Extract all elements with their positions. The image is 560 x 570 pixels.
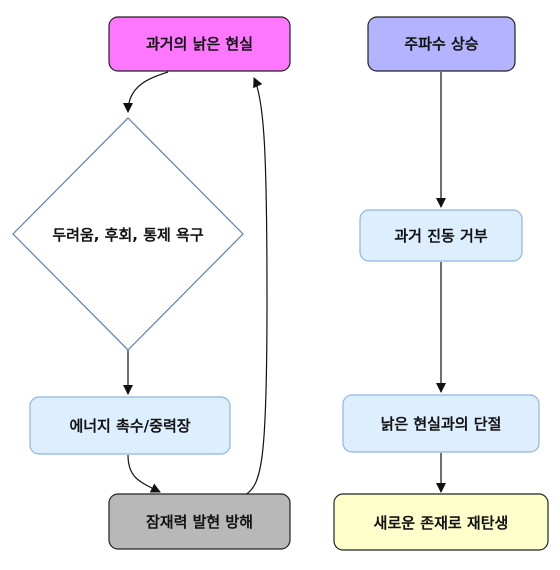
- node-hinder-potential: 잠재력 발현 방해: [108, 493, 291, 550]
- node-cut-old-reality-label: 낡은 현실과의 단절: [381, 415, 502, 433]
- node-frequency-rise: 주파수 상승: [367, 16, 516, 72]
- node-energy-absorb: 에너지 촉수/중력장: [29, 396, 231, 455]
- edge-energy-to-hinder: [127, 454, 161, 493]
- edge-hinder-to-past: [244, 77, 268, 496]
- node-frequency-rise-label: 주파수 상승: [404, 35, 478, 53]
- edge-past-to-fear: [123, 71, 169, 113]
- node-fear-regret-control-label: 두려움, 후회, 통제 욕구: [52, 226, 203, 244]
- node-past-old-reality-label: 과거의 낡은 현실: [146, 35, 253, 53]
- node-cut-old-reality: 낡은 현실과의 단절: [342, 394, 540, 453]
- node-refuse-past-label: 과거 진동 거부: [394, 227, 487, 245]
- node-rebirth-label: 새로운 존재로 재탄생: [374, 514, 509, 532]
- node-past-old-reality: 과거의 낡은 현실: [108, 16, 291, 72]
- node-hinder-potential-label: 잠재력 발현 방해: [146, 513, 253, 531]
- node-rebirth: 새로운 존재로 재탄생: [333, 493, 549, 551]
- node-fear-regret-control: 두려움, 후회, 통제 욕구: [12, 117, 244, 351]
- node-energy-absorb-label: 에너지 촉수/중력장: [69, 417, 190, 435]
- node-refuse-past: 과거 진동 거부: [359, 209, 523, 262]
